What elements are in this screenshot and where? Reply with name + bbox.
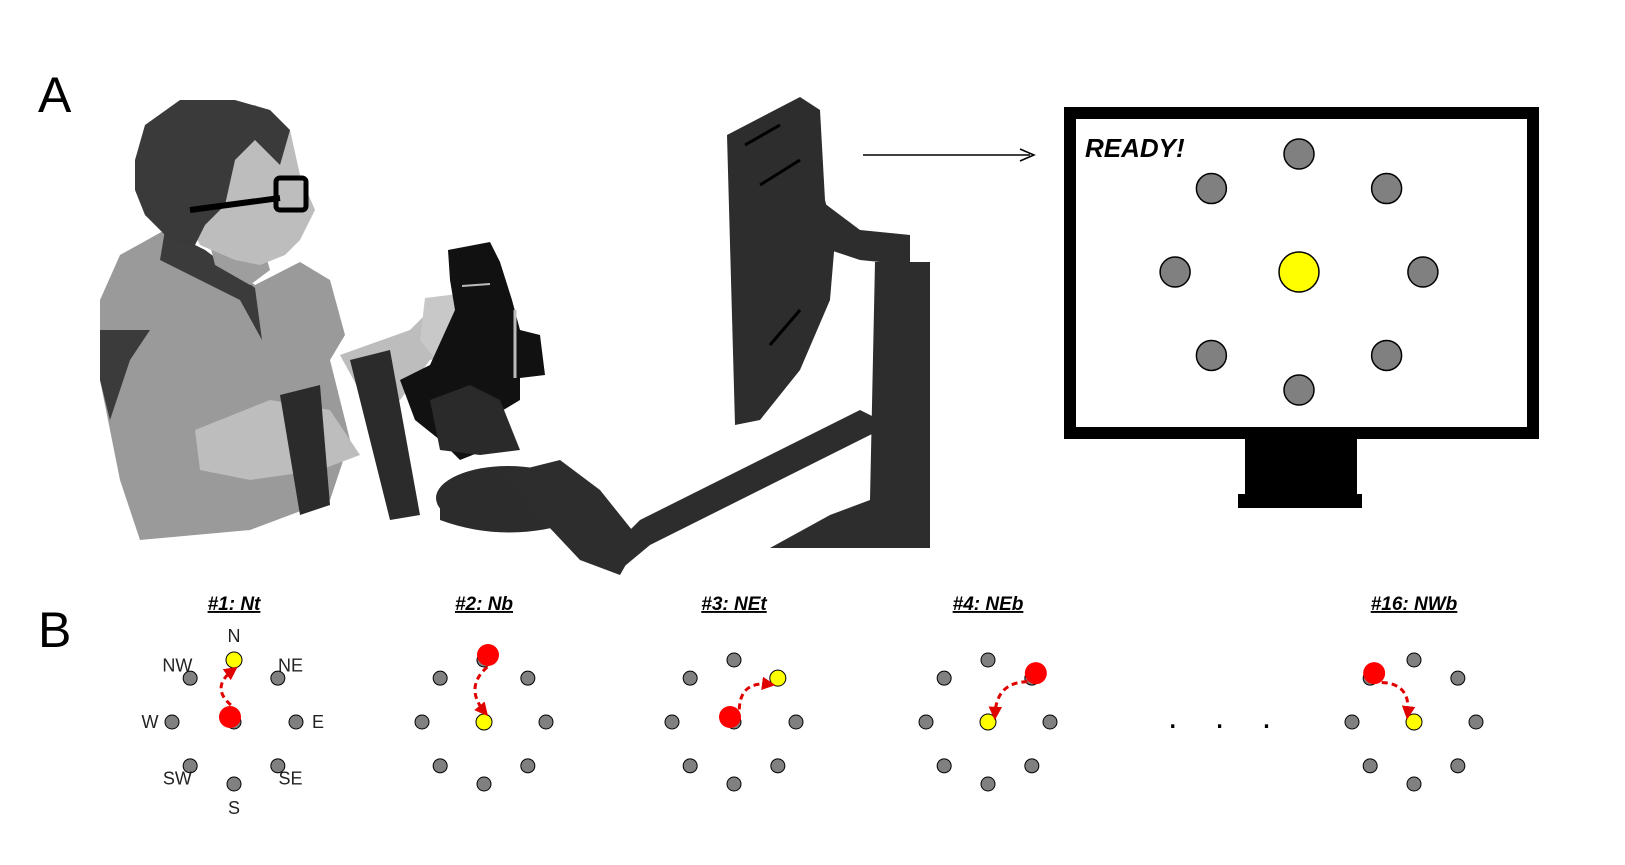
trial-ellipsis: . . . (1168, 698, 1285, 736)
direction-label: N (228, 626, 241, 646)
pointer-arrow-icon (863, 148, 1036, 162)
trial-dot (270, 670, 286, 686)
trial-cursor-dot (219, 706, 241, 728)
trial-dot (288, 714, 304, 730)
trial-cursor-dot (1363, 662, 1386, 685)
trial-diagram: #16: NWb (1344, 594, 1484, 792)
trial-title: #2: Nb (455, 594, 513, 615)
screen-dot-w (1159, 256, 1191, 288)
screen-dot-sw (1195, 339, 1228, 372)
trial-arrow (737, 676, 776, 710)
trial-diagram: #1: Nt N NE E SE S SW W NW (142, 594, 325, 818)
trial-dot (1450, 670, 1466, 686)
direction-label: SW (163, 769, 192, 789)
trial-title: #3: NEt (701, 594, 767, 615)
screen-dot-se (1370, 339, 1403, 372)
trial-dot (936, 670, 952, 686)
ready-status-text: READY! (1085, 133, 1185, 163)
trial-dot (1362, 758, 1378, 774)
trial-target-dot (475, 713, 493, 731)
trial-target-dot (225, 651, 243, 669)
trial-dot (1344, 714, 1360, 730)
trial-dot (414, 714, 430, 730)
trial-title: #1: Nt (208, 594, 261, 615)
trial-dot (980, 652, 996, 668)
trial-dot (432, 670, 448, 686)
trial-sequence: #1: Nt N NE E SE S SW W NW #2: Nb #3: NEt #4: NEb #1… (142, 594, 1484, 818)
screen-center-target (1278, 251, 1320, 293)
trial-dot (226, 776, 242, 792)
trial-dot (1024, 758, 1040, 774)
trial-dot (520, 758, 536, 774)
screen-target-ring (1159, 138, 1439, 406)
trial-cursor-dot (1024, 662, 1047, 685)
direction-label: NE (278, 655, 303, 675)
trial-dot (918, 714, 934, 730)
screen-dot-e (1407, 256, 1439, 288)
trial-dot (682, 758, 698, 774)
trial-dot (520, 670, 536, 686)
direction-label: S (228, 798, 240, 818)
direction-label: SE (279, 769, 303, 789)
trial-dot (1468, 714, 1484, 730)
direction-label: E (312, 712, 324, 732)
trial-cursor-dot (719, 706, 741, 728)
screen-dot-nw (1195, 172, 1228, 205)
trial-arrow (473, 665, 489, 717)
trial-arrow (988, 680, 1028, 721)
screen-dot-s (1283, 374, 1315, 406)
screen-dot-n (1283, 138, 1315, 170)
screen-dot-ne (1370, 172, 1403, 205)
trial-diagram: #4: NEb (918, 594, 1058, 792)
trial-diagram: #3: NEt (664, 594, 804, 792)
trial-dot (476, 776, 492, 792)
trial-dot (980, 776, 996, 792)
trial-dot (1406, 652, 1422, 668)
trial-title: #4: NEb (953, 594, 1024, 615)
monitor-screen: READY! (1064, 107, 1539, 508)
trial-target-dot (979, 713, 997, 731)
trial-dot (936, 758, 952, 774)
person-seated-icon (100, 100, 512, 540)
trial-dot (788, 714, 804, 730)
trial-target-dot (1405, 713, 1423, 731)
panel-label-b: B (38, 602, 71, 658)
panel-label-a: A (38, 67, 72, 123)
trial-dot (270, 758, 286, 774)
trial-dot (726, 652, 742, 668)
trial-dot (664, 714, 680, 730)
trial-dot (1450, 758, 1466, 774)
trial-dot (682, 670, 698, 686)
trial-title: #16: NWb (1371, 594, 1458, 615)
trial-diagram: #2: Nb (414, 594, 554, 792)
trial-dot (182, 670, 198, 686)
trial-cursor-dot (477, 644, 499, 666)
trial-arrow (1381, 680, 1416, 720)
trial-arrow (219, 666, 238, 707)
trial-dot (432, 758, 448, 774)
trial-dot (1406, 776, 1422, 792)
trial-dot (182, 758, 198, 774)
trial-dot (538, 714, 554, 730)
monitor-arm-icon (500, 97, 930, 575)
trial-dot (770, 758, 786, 774)
trial-dot (1042, 714, 1058, 730)
trial-dot (726, 776, 742, 792)
direction-label: W (142, 712, 159, 732)
trial-dot (164, 714, 180, 730)
trial-target-dot (769, 669, 787, 687)
direction-label: NW (162, 655, 192, 675)
